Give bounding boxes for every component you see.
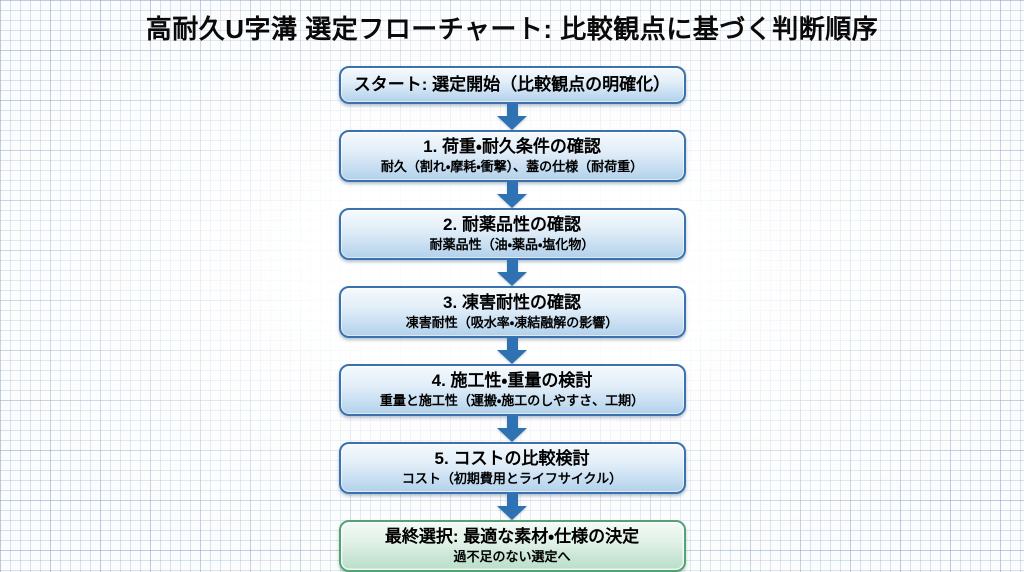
arrow-head (497, 428, 527, 442)
page-title: 高耐久U字溝 選定フローチャート: 比較観点に基づく判断順序 (145, 14, 879, 44)
arrow-stem (506, 494, 518, 506)
node-title: 2. 耐薬品性の確認 (443, 215, 581, 234)
node-subtitle: 過不足のない選定へ (453, 549, 571, 564)
arrow-down-icon (497, 260, 527, 286)
node-title: 3. 凍害耐性の確認 (443, 293, 581, 312)
arrow-down-icon (497, 494, 527, 520)
arrow-head (497, 194, 527, 208)
node-title: 最終選択: 最適な素材・仕様の決定 (384, 527, 640, 546)
node-title: 5. コストの比較検討 (434, 449, 590, 468)
node-title: スタート: 選定開始（比較観点の明確化） (353, 75, 671, 94)
arrow-head (497, 506, 527, 520)
flow-node-step-3: 3. 凍害耐性の確認 凍害耐性（吸水率・凍結融解の影響） (338, 286, 686, 338)
arrow-down-icon (497, 338, 527, 364)
flowchart: スタート: 選定開始（比較観点の明確化） 1. 荷重・耐久条件の確認 耐久（割れ… (0, 66, 1024, 572)
arrow-stem (506, 416, 518, 428)
arrow-stem (506, 338, 518, 350)
flow-node-step-2: 2. 耐薬品性の確認 耐薬品性（油・薬品・塩化物） (338, 208, 686, 260)
arrow-head (497, 272, 527, 286)
flow-node-step-1: 1. 荷重・耐久条件の確認 耐久（割れ・摩耗・衝撃）、蓋の仕様（耐荷重） (338, 130, 686, 182)
node-subtitle: 耐久（割れ・摩耗・衝撃）、蓋の仕様（耐荷重） (380, 159, 644, 174)
arrow-head (497, 350, 527, 364)
arrow-down-icon (497, 182, 527, 208)
node-title: 4. 施工性・重量の検討 (431, 371, 593, 390)
flow-node-step-4: 4. 施工性・重量の検討 重量と施工性（運搬・施工のしやすさ、工期） (338, 364, 686, 416)
arrow-stem (506, 260, 518, 272)
node-subtitle: 凍害耐性（吸水率・凍結融解の影響） (405, 315, 619, 330)
node-subtitle: 耐薬品性（油・薬品・塩化物） (429, 237, 595, 252)
arrow-down-icon (497, 104, 527, 130)
node-subtitle: 重量と施工性（運搬・施工のしやすさ、工期） (379, 393, 645, 408)
flow-node-start: スタート: 選定開始（比較観点の明確化） (338, 66, 686, 104)
arrow-stem (506, 182, 518, 194)
arrow-down-icon (497, 416, 527, 442)
flow-node-step-5: 5. コストの比較検討 コスト（初期費用とライフサイクル） (338, 442, 686, 494)
arrow-head (497, 116, 527, 130)
node-subtitle: コスト（初期費用とライフサイクル） (401, 471, 623, 486)
flow-node-final: 最終選択: 最適な素材・仕様の決定 過不足のない選定へ (338, 520, 686, 572)
arrow-stem (506, 104, 518, 116)
node-title: 1. 荷重・耐久条件の確認 (423, 137, 601, 156)
